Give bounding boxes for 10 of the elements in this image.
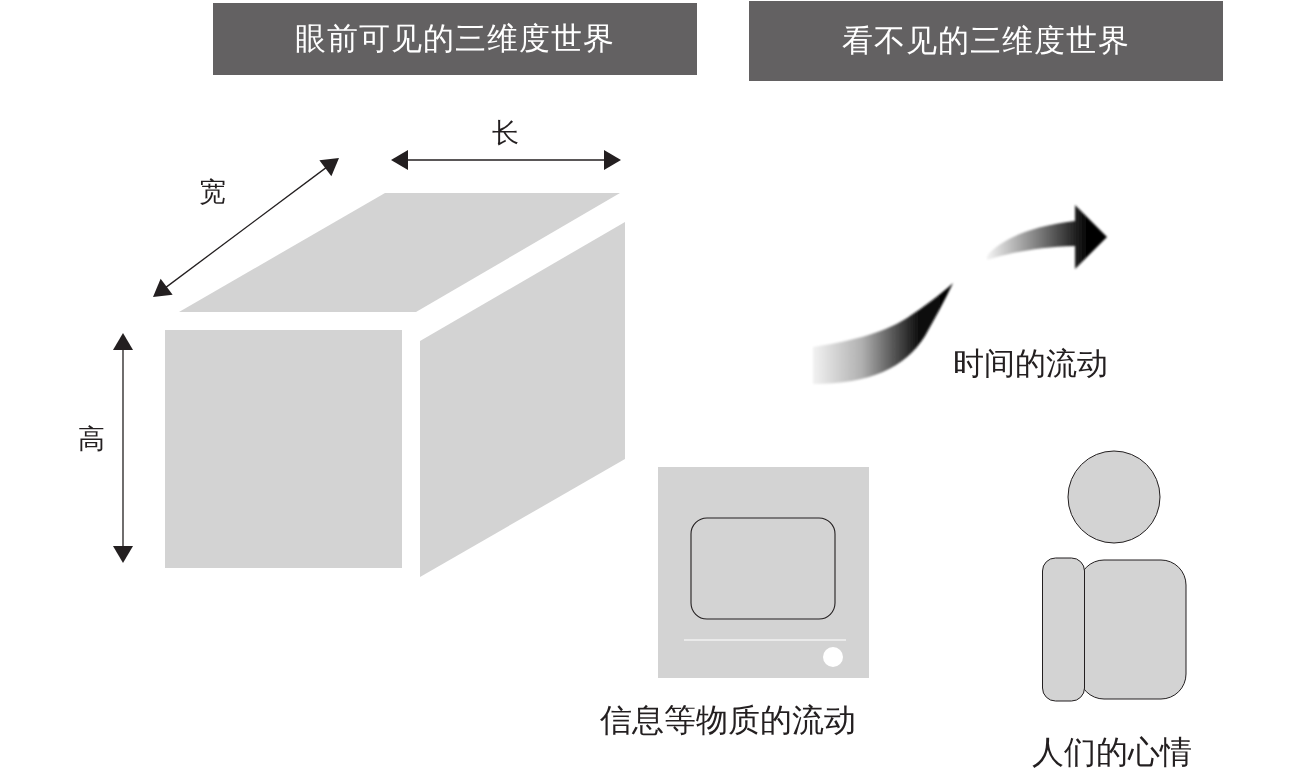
title-banner bbox=[213, 3, 697, 75]
caption: 时间的流动 bbox=[952, 346, 1108, 381]
title-banner bbox=[749, 1, 1223, 81]
dimension-label: 长 bbox=[491, 118, 519, 148]
dimension-label: 高 bbox=[77, 424, 105, 454]
dimension-label: 宽 bbox=[198, 177, 226, 207]
banner-title: 看不见的三维度世界 bbox=[842, 22, 1130, 60]
caption: 信息等物质的流动 bbox=[600, 703, 856, 739]
caption: 人们的心情 bbox=[1032, 735, 1192, 771]
banner-title: 眼前可见的三维度世界 bbox=[295, 20, 615, 58]
